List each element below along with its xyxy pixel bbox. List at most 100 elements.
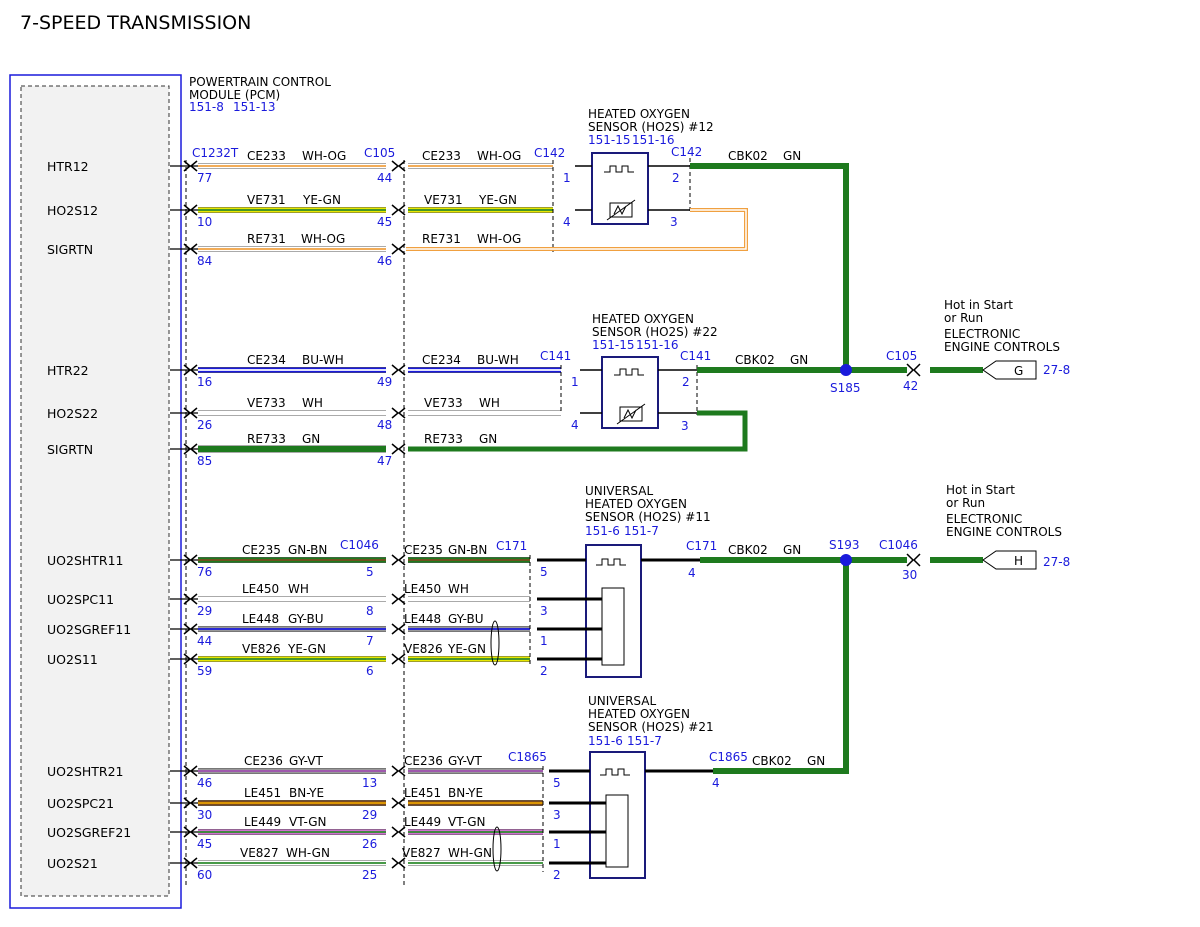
circuit-label: VE826 [404,642,443,656]
circuit-label: LE448 [404,612,441,626]
sensor-11-label-3: SENSOR (HO2S) #11 [585,510,711,524]
pin-arrow [397,623,406,635]
cbk02-label-11: CBK02 [728,543,768,557]
inline-pin-number: 49 [377,375,392,389]
sensor-pin-number: 1 [563,171,571,185]
circuit-label: LE451 [404,786,441,800]
cbk02-wire-21 [713,560,849,774]
wire-color-label: WH-OG [477,149,521,163]
pcm-label-2: MODULE (PCM) [189,88,280,102]
signal-name: UO2SHTR21 [47,764,124,779]
signal-name: UO2SGREF21 [47,825,131,840]
inline-pin-number: 46 [377,254,392,268]
wire-color-label: YE-GN [478,193,517,207]
wire-color-label: WH-GN [286,846,330,860]
pcm-pin-number: 26 [197,418,212,432]
pcm-pin-number: 46 [197,776,212,790]
sensor-pin-number: 5 [553,776,561,790]
pcm-pin-number: 60 [197,868,212,882]
power-h-ref: 27-8 [1043,555,1070,569]
splice-s193 [840,554,852,566]
wire-color-label: YE-GN [302,193,341,207]
svg-text:GN: GN [807,754,825,768]
circuit-label: CE233 [422,149,461,163]
circuit-label: VE731 [247,193,286,207]
svg-text:3: 3 [681,419,689,433]
sensor-11-pin-4: 4 [688,566,696,580]
heater-icon [604,165,634,173]
inline-pin-number: 29 [362,808,377,822]
circuit-label: VE827 [402,846,441,860]
pin-arrow [391,797,400,809]
pin-arrow [189,623,198,635]
pin-arrow [189,243,198,255]
circuit-label: LE448 [242,612,279,626]
wire-color-label: WH [288,582,309,596]
cbk02-wire-12 [690,163,849,370]
power-h-label-3: ELECTRONIC [946,512,1022,526]
signal-name: HTR12 [47,159,89,174]
signal-name: SIGRTN [47,242,93,257]
circuit-label: CE235 [242,543,281,557]
signal-name: HO2S22 [47,406,98,421]
heater-icon [614,368,644,376]
pin-arrow [189,364,198,376]
pin-arrow [189,554,198,566]
power-h-label-4: ENGINE CONTROLS [946,525,1062,539]
pcm-pin-number: 84 [197,254,212,268]
power-connector-h [982,550,1037,570]
pin-arrow [391,826,400,838]
circuit-label: VE733 [424,396,463,410]
svg-text:3: 3 [670,215,678,229]
sensor-element-icon [609,202,633,218]
pin-arrow [391,623,400,635]
wire-color-label: GY-VT [448,754,482,768]
pin-arrow [189,160,198,172]
signal-name: UO2SGREF11 [47,622,131,637]
power-h-label-1: Hot in Start [946,483,1015,497]
circuit-label: VE731 [424,193,463,207]
pcm-pin-number: 85 [197,454,212,468]
pin-arrow [189,653,198,665]
inline-pin-number: 45 [377,215,392,229]
pin-arrow [397,857,406,869]
sensor-21-label-1: UNIVERSAL [588,694,656,708]
pcm-label-1: POWERTRAIN CONTROL [189,75,331,89]
wire-color-label: WH [448,582,469,596]
pcm-pin-number: 30 [197,808,212,822]
circuit-label: LE449 [244,815,281,829]
pin-arrow [397,797,406,809]
pcm-pin-number: 16 [197,375,212,389]
pin-arrow [189,407,198,419]
splice-s185 [840,364,852,376]
pin-arrow [189,593,198,605]
variable-resistor-icon [606,199,636,221]
pcm-pin-number: 76 [197,565,212,579]
sensor-11-label-1: UNIVERSAL [585,484,653,498]
signal-name: HTR22 [47,363,89,378]
sensor-11-label-2: HEATED OXYGEN [585,497,687,511]
sensor-pin-number: 4 [571,418,579,432]
connector-c141-a: C141 [540,349,571,363]
c1046-pin-30: 30 [902,568,917,582]
wire-color-label: GN-BN [288,543,327,557]
circuit-label: CE236 [244,754,283,768]
pin-arrow [397,160,406,172]
sensor-pin-number: 3 [553,808,561,822]
svg-text:GN: GN [790,353,808,367]
pin-arrow [391,443,400,455]
inline-pin-number: 7 [366,634,374,648]
connector-c1046-b: C1046 [879,538,918,552]
sensor-pin-number: 1 [553,837,561,851]
pin-arrow [397,826,406,838]
connector-c142-b: C142 [671,145,702,159]
wire-color-label: BN-YE [289,786,324,800]
sensor-21-label-2: HEATED OXYGEN [588,707,690,721]
signal-name: UO2SHTR11 [47,553,124,568]
sensor-22-ref-2: 151-16 [636,338,679,352]
circuit-label: LE449 [404,815,441,829]
cbk02-label-12: CBK02 [728,149,768,163]
power-g-ref: 27-8 [1043,363,1070,377]
pin-arrow [189,797,198,809]
